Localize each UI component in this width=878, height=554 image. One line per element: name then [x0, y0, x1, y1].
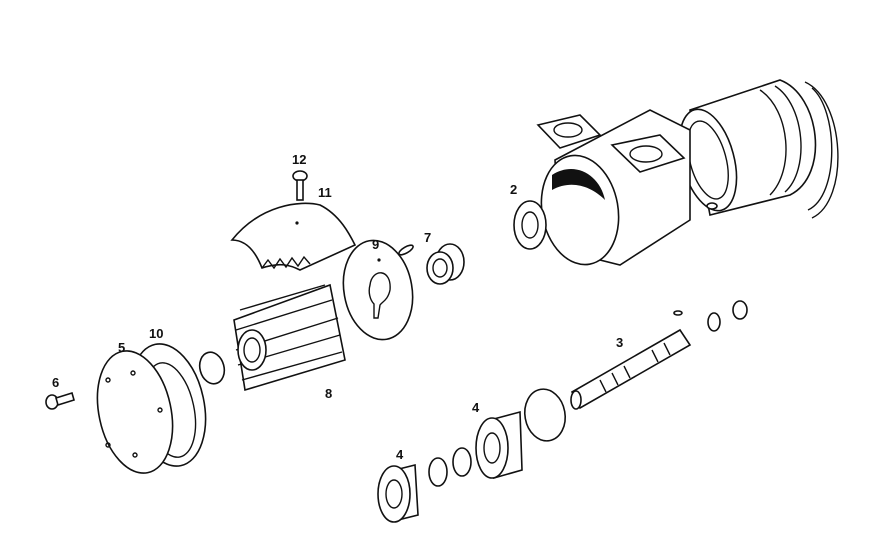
- shaft: [570, 300, 748, 410]
- bearing-upper: [475, 410, 523, 480]
- label-10: 10: [149, 326, 164, 341]
- spacer-ring: [452, 447, 472, 477]
- label-2: 2: [510, 182, 518, 197]
- o-ring: [198, 351, 226, 385]
- shaft-seal: [426, 243, 465, 285]
- cover-screw: [45, 391, 75, 410]
- bearing-housing: [678, 79, 817, 216]
- label-4a: 4: [472, 400, 480, 415]
- pump-housing: [513, 109, 691, 266]
- label-4b: 4: [396, 447, 404, 462]
- key: [398, 244, 414, 256]
- impeller: [233, 283, 346, 392]
- spacer-ring: [428, 457, 448, 487]
- cam: [230, 202, 357, 271]
- label-9: 9: [372, 237, 380, 252]
- label-7: 7: [424, 230, 432, 245]
- label-11: 11: [318, 185, 332, 200]
- bearing-lower: [377, 463, 419, 523]
- wear-plate: [342, 239, 414, 341]
- rear-gasket: [804, 81, 839, 219]
- label-5: 5: [118, 340, 126, 355]
- end-cover: [96, 350, 174, 474]
- circlip: [523, 388, 567, 442]
- cam-screw: [292, 170, 308, 201]
- label-12: 12: [292, 152, 307, 167]
- label-3: 3: [616, 335, 624, 350]
- label-6: 6: [52, 375, 60, 390]
- label-8: 8: [325, 386, 333, 401]
